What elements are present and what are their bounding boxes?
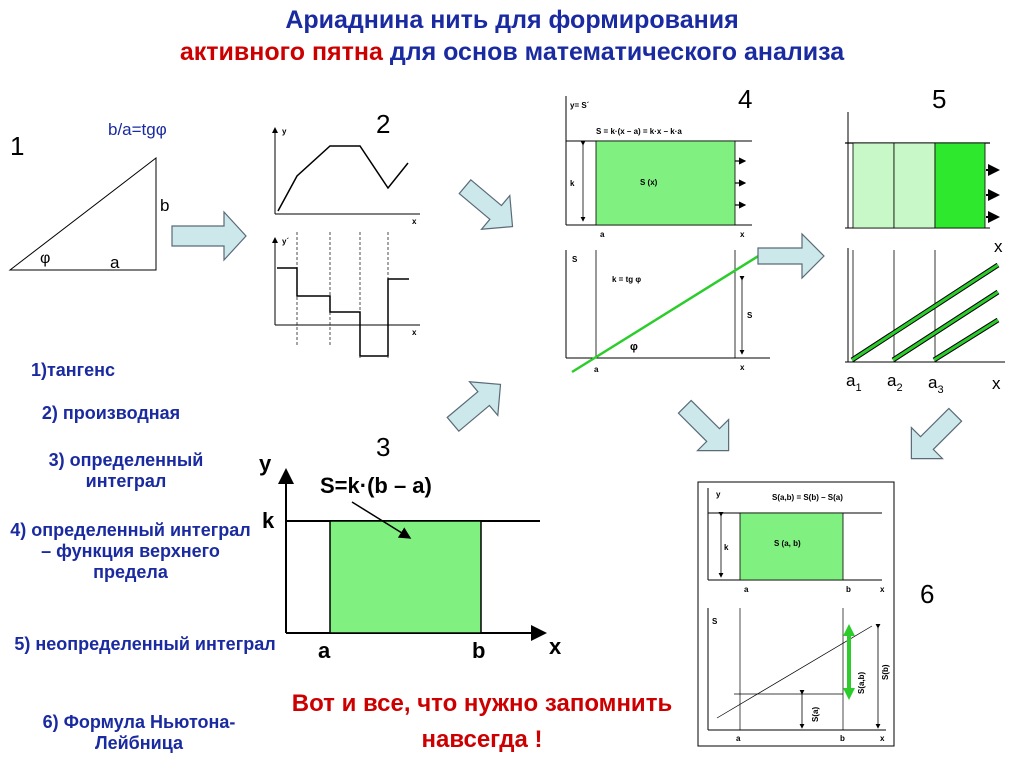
arrow-2-to-4 [458,178,514,231]
panel-4-upper-limit: y= S´ S = k·(x – a) = k·x – k·a k S (x) … [565,96,770,374]
a2-label: a2 [887,371,903,394]
sab-vertical-label: S(a,b) [857,671,866,694]
panel-2-derivative: y x y´ x [272,127,420,358]
list-item-3: 3) определенный интеграл [48,450,204,491]
a-label-6: a [744,585,749,594]
list-item-1: 1)тангенс [30,360,116,380]
panel-6-newton-leibniz: y S(a,b) = S(b) – S(a) k S (a, b) a b x … [697,481,895,747]
integral-area [329,520,482,634]
x2-label-6: x [880,734,885,743]
graph2-x2-label: x [412,328,417,337]
x-label-6: x [880,585,885,594]
list-item-6: 6) Формула Ньютона- Лейбница [42,712,236,753]
a-label-4: a [600,230,605,239]
y-label-6: y [716,490,721,499]
arrow-4-to-6 [677,399,730,452]
area-formula: S=k·(b – a) [320,473,432,498]
side-b-label: b [160,196,169,215]
panel-number-5: 5 [932,84,946,114]
s-axis-label-4: S [572,255,578,264]
panel-5-indefinite: x a1 a2 a3 x [845,112,1005,396]
title-highlight: активного пятна [179,38,383,66]
arrow-1-to-2 [171,210,247,262]
arrow-4-to-5 [757,232,825,280]
b-label-6: b [846,585,851,594]
k-label-6: k [724,543,729,552]
a2-label-6: a [736,734,741,743]
b2-label-6: b [840,734,845,743]
phi-label: φ [40,250,50,267]
graph2-yprime-label: y´ [282,237,289,246]
point-b-label: b [472,638,485,663]
panel-number-1: 1 [10,131,24,161]
panel-number-2: 2 [376,109,390,139]
panel-number-3: 3 [376,432,390,462]
s-value-label: S [747,311,753,320]
a3-label: a3 [928,373,944,396]
a2-label-4: a [594,365,599,374]
sb-vertical-label: S(b) [881,664,890,680]
sab-formula: S(a,b) = S(b) – S(a) [772,493,843,502]
graph2-x-label: x [412,217,417,226]
area-sab-label: S (a, b) [774,539,801,548]
closing-message: Вот и все, что нужно запомнить навсегда … [291,690,673,753]
side-a-label: a [110,253,120,272]
panel-1-triangle: b/a=tgφ φ a b [8,120,169,272]
y-derivative-label: y= S´ [570,101,590,110]
phi-label-4: φ [630,341,638,353]
k-label: k [262,508,275,533]
graph2-y-label: y [282,127,287,136]
x-bottom-label-5: x [992,374,1001,393]
sa-vertical-label: S(a) [811,707,820,722]
title-rest: для основ математического анализа [382,38,845,66]
arrow-3-to-4 [446,380,502,433]
tangent-formula: b/a=tgφ [108,120,167,139]
axis-y-label: y [259,451,272,476]
x2-label-4: x [740,363,745,372]
area-sab [739,512,844,581]
area-sx-label: S (x) [640,178,658,187]
panel-number-4: 4 [738,84,752,114]
x-top-label-5: x [994,237,1003,256]
axis-x-label: x [549,634,562,659]
arrow-5-to-6 [910,407,963,460]
panel-3-integral: y k S=k·(b – a) a b x [259,451,562,663]
title-line-2: активного пятна для основ математическог… [0,36,1024,68]
point-a-label: a [318,638,331,663]
s-axis-label-6: S [712,617,718,626]
page-title: Ариаднина нить для формирования активног… [0,4,1024,68]
area-sx [595,140,736,226]
panel-number-6: 6 [920,579,934,609]
sx-formula: S = k·(x – a) = k·x – k·a [596,127,682,136]
a1-label: a1 [846,371,862,394]
list-item-5: 5) неопределенный интеграл [14,634,276,654]
slope-label: k = tg φ [612,275,641,284]
list-item-4: 4) определенный интеграл – функция верхн… [10,520,251,582]
x-label-4: x [740,230,745,239]
k-label-4: k [570,179,575,188]
title-line-1: Ариаднина нить для формирования [285,6,739,34]
list-item-2: 2) производная [41,403,181,423]
